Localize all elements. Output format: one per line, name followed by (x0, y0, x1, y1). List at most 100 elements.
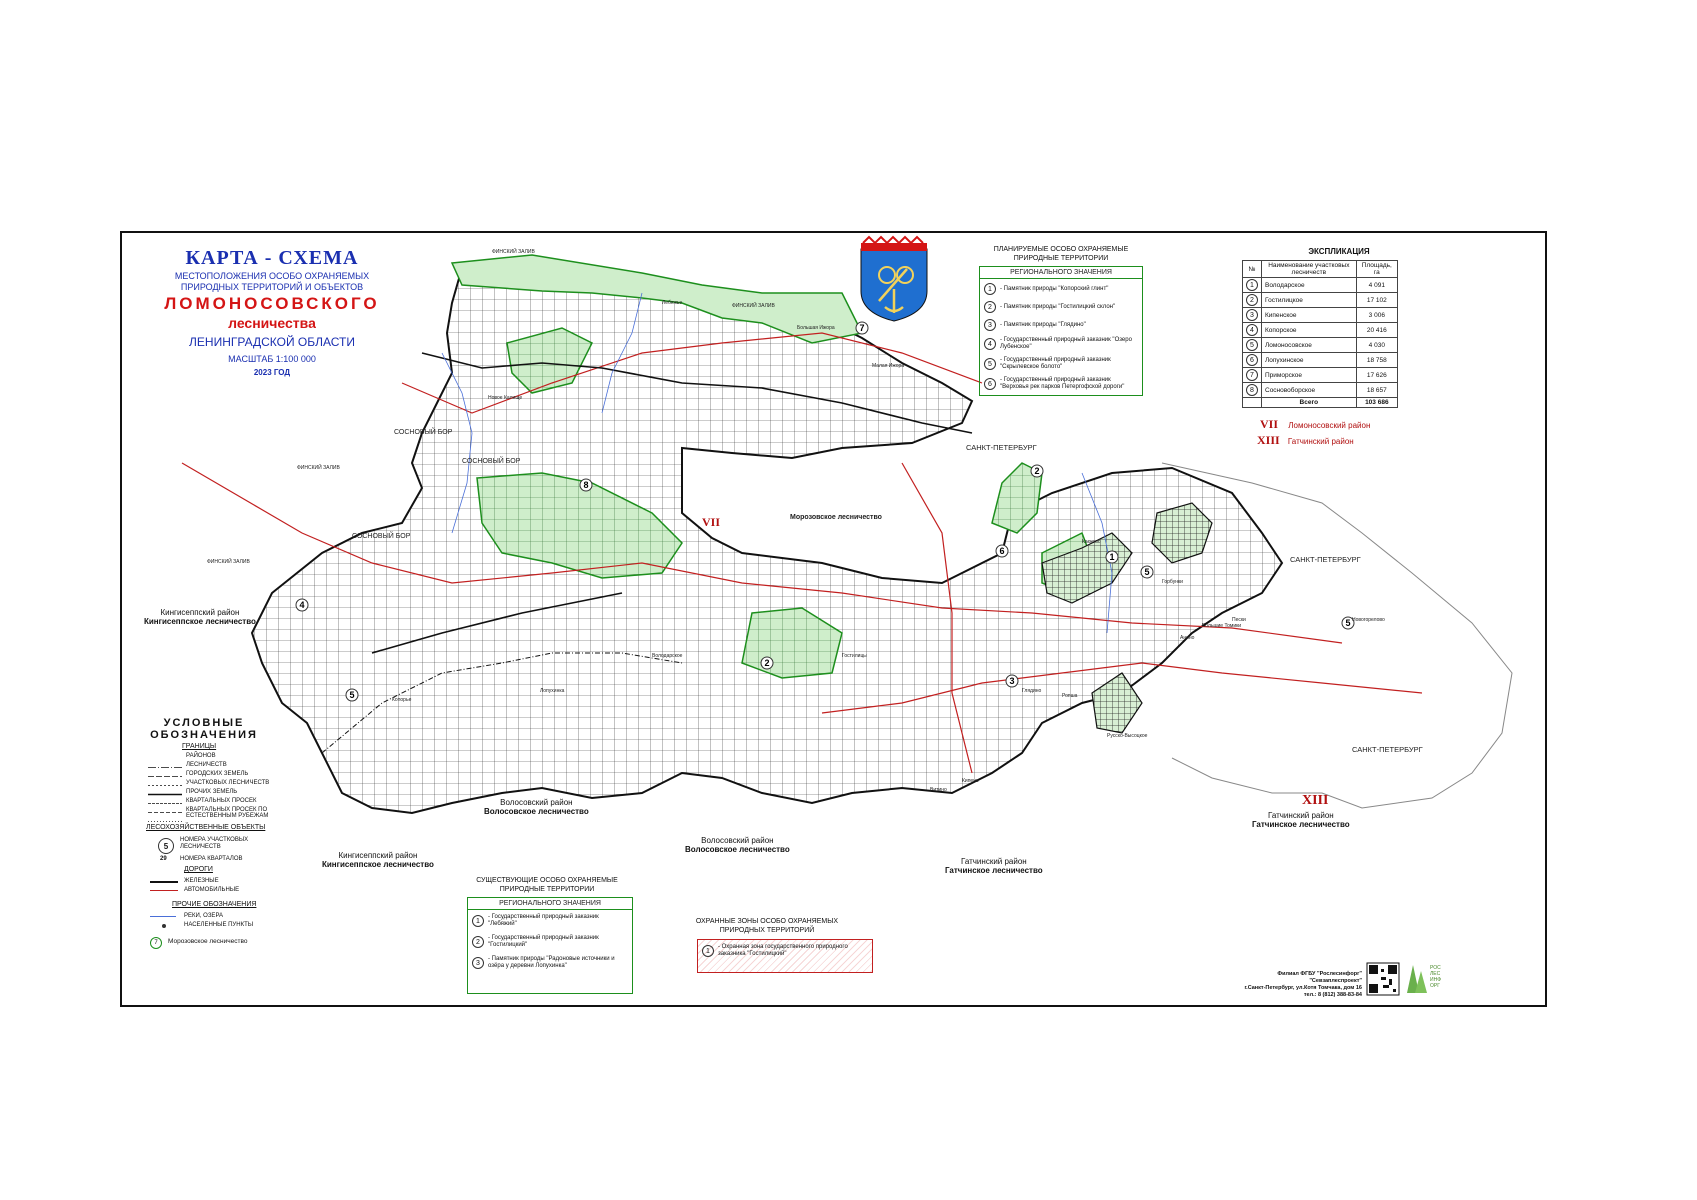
map-subtitle-line-1: МЕСТОПОЛОЖЕНИЯ ОСОБО ОХРАНЯЕМЫХ (174, 271, 370, 281)
svg-text:3: 3 (1009, 676, 1014, 686)
legend-railway-line (150, 881, 178, 883)
legend-moroz-text: Морозовское лесничество (168, 938, 248, 945)
label-bay-1: ФИНСКИЙ ЗАЛИВ (492, 249, 535, 255)
exp-cell-area: 17 102 (1355, 292, 1399, 308)
forestry-number-markers: 7 8 4 1 6 5 5 2 2 3 5 (295, 321, 1355, 702)
label-gatchina-1-les: Гатчинское лесничество (945, 866, 1043, 875)
svg-text:6: 6 (999, 546, 1004, 556)
legend-road-text: АВТОМОБИЛЬНЫЕ (184, 887, 240, 893)
planned-item: 2- Памятник природы "Гостилицкий склон" (984, 301, 1138, 313)
label-novogorelovo: Новогорелово (1352, 617, 1385, 623)
legend-river-line (150, 916, 176, 917)
planned-item-number: 1 (984, 283, 996, 295)
existing-subhead: РЕГИОНАЛЬНОГО ЗНАЧЕНИЯ (468, 898, 632, 910)
legend-border-line (148, 765, 182, 783)
footer-org: Филиал ФГБУ "Рослесинфорг" "Севзаплеспро… (1277, 971, 1362, 984)
planned-title-2: ПРИРОДНЫЕ ТЕРРИТОРИИ (1013, 255, 1109, 262)
explication-title: ЭКСПЛИКАЦИЯ (1308, 247, 1370, 256)
zones-box: 1 - Охранная зона государственного приро… (697, 939, 873, 973)
logo-text: РОС ЛЕС ИНФ ОРГ (1430, 965, 1442, 989)
exp-cell-name: Сосновоборское (1261, 382, 1357, 398)
exp-no-circle: 8 (1246, 384, 1258, 396)
label-volodarskoe: Володарское (652, 653, 683, 659)
protected-area-lebyazhy[interactable] (450, 254, 864, 344)
protected-area-center[interactable] (476, 472, 683, 579)
railway-1 (421, 352, 973, 434)
label-russko-vysotskoe: Русско-Высоцкое (1107, 733, 1148, 739)
district-key-2-name: Гатчинский район (1287, 437, 1354, 446)
planned-item-number: 3 (984, 319, 996, 331)
planned-item: 1 - Памятник природы "Копорский глинт" (984, 283, 1138, 295)
exp-cell-name: Гостилицкое (1261, 292, 1357, 308)
label-gatchina-2: Гатчинский район Гатчинское лесничество (1252, 811, 1350, 829)
exp-cell-no: 7 (1242, 367, 1262, 383)
district-key-1-name: Ломоносовский район (1288, 421, 1371, 430)
qr-code[interactable] (1366, 962, 1400, 996)
exp-col-name: Наименование участковых лесничеств (1261, 260, 1357, 278)
label-bolshaya-izhora: Большая Ижора (797, 325, 835, 331)
zones-title-2: ПРИРОДНЫХ ТЕРРИТОРИЙ (719, 927, 815, 934)
dense-area-2 (1151, 502, 1213, 564)
existing-item-text: - Государственный природный заказник "Ле… (488, 914, 599, 927)
region-name: ЛЕНИНГРАДСКОЙ ОБЛАСТИ (189, 335, 355, 349)
existing-list: 1 - Государственный природный заказник "Л… (468, 910, 632, 974)
legend-settlement-text: НАСЕЛЕННЫЕ ПУНКТЫ (184, 922, 254, 928)
label-lebyazhye: Лебяжье (662, 300, 683, 306)
map-canvas[interactable]: 7 8 4 1 6 5 5 2 2 3 5 (122, 233, 1545, 1005)
legend-roads-head: ДОРОГИ (184, 866, 213, 873)
existing-item-number: 1 (472, 915, 484, 927)
legend-title-1: УСЛОВНЫЕ (163, 717, 245, 729)
exp-no-circle: 2 (1246, 294, 1258, 306)
planned-list: 1 - Памятник природы "Копорский глинт" 2- … (980, 279, 1142, 395)
planned-title-1: ПЛАНИРУЕМЫЕ ОСОБО ОХРАНЯЕМЫЕ (993, 246, 1129, 253)
legend-borders-head: ГРАНИЦЫ (182, 743, 217, 750)
footer: Филиал ФГБУ "Рослесинфорг" "Севзаплеспро… (1232, 971, 1362, 999)
label-sosnovy-bor-1: СОСНОВЫЙ БОР (394, 429, 453, 436)
legend-border-text: УЧАСТКОВЫХ ЛЕСНИЧЕСТВ (186, 780, 270, 786)
label-vii-center: VII (702, 515, 721, 529)
label-gatchina-2-les: Гатчинское лесничество (1252, 820, 1350, 829)
label-spb-2: САНКТ-ПЕТЕРБУРГ (1290, 555, 1361, 564)
label-sosnovy-bor-3: СОСНОВЫЙ БОР (352, 533, 411, 540)
district-key-1: VII Ломоносовский район (1260, 417, 1370, 432)
exp-cell-area: 4 091 (1355, 277, 1399, 293)
label-volosovo-1-les: Волосовское лесничество (484, 807, 589, 816)
label-koporye: Копорье (392, 697, 412, 703)
existing-title-2: ПРИРОДНЫЕ ТЕРРИТОРИИ (499, 886, 595, 893)
exp-cell-name: Копорское (1261, 322, 1357, 338)
label-kingisepp-2: Кингисеппский район Кингисеппское леснич… (322, 851, 434, 869)
label-novoe-kalishe: Новое Калище (488, 395, 523, 401)
exp-cell-name: Ломоносовское (1261, 337, 1357, 353)
label-volosovo-1: Волосовский район Волосовское лесничеств… (484, 798, 589, 816)
legend-border-line (148, 756, 182, 774)
existing-item-number: 2 (472, 936, 484, 948)
planned-item-number: 5 (984, 358, 996, 370)
label-volosovo-1-name: Волосовский район (500, 798, 573, 807)
label-sosnovy-bor-2: СОСНОВЫЙ БОР (462, 458, 521, 465)
legend-kvartal-number-symbol: 29 (160, 856, 167, 862)
planned-item-text: - Памятник природы "Копорский глинт" (1000, 285, 1109, 292)
planned-item-text: - Государственный природный заказник "Ве… (1000, 377, 1125, 390)
planned-item-number: 6 (984, 378, 996, 390)
svg-text:4: 4 (299, 600, 304, 610)
forestry-name: ЛОМОНОСОВСКОГО (164, 294, 380, 313)
planned-item: 3- Памятник природы "Глядино" (984, 319, 1138, 331)
exp-cell-area: 18 657 (1355, 382, 1399, 398)
planned-item-text: - Государственный природный заказник "Оз… (1000, 337, 1132, 350)
exp-no-circle: 7 (1246, 369, 1258, 381)
existing-title-1: СУЩЕСТВУЮЩИЕ ОСОБО ОХРАНЯЕМЫЕ (476, 877, 618, 884)
protected-area-east-1[interactable] (991, 462, 1043, 534)
gatchina-district-outline (1161, 462, 1513, 809)
label-ropsha: Ропша (1062, 693, 1078, 699)
coat-of-arms (860, 235, 928, 322)
exp-cell-area: 20 416 (1355, 322, 1399, 338)
planned-box: РЕГИОНАЛЬНОГО ЗНАЧЕНИЯ 1- Памятник приро… (979, 266, 1143, 396)
